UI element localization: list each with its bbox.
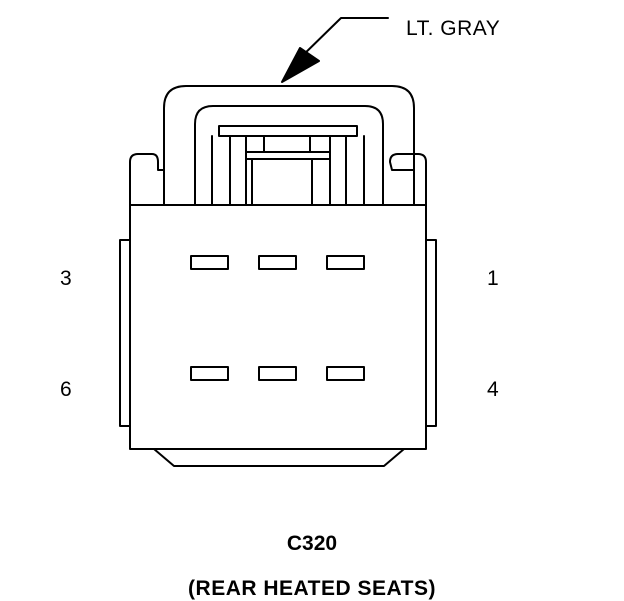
right-ear [389, 153, 427, 206]
latch-inner-arch [194, 105, 384, 206]
left-ear [129, 153, 165, 206]
color-callout-label: LT. GRAY [406, 17, 501, 40]
pin-label-top-left: 3 [60, 267, 72, 290]
terminal-slot-2 [258, 255, 297, 270]
housing-bottom-skirt [153, 448, 405, 467]
connector-housing [129, 204, 427, 450]
left-side-rail [119, 239, 131, 427]
terminal-slot-6 [190, 366, 229, 381]
right-side-rail [425, 239, 437, 427]
terminal-slot-3 [190, 255, 229, 270]
connector-description: (REAR HEATED SEATS) [188, 577, 436, 600]
pin-label-bottom-left: 6 [60, 378, 72, 401]
latch-body [211, 125, 365, 206]
callout-leader [281, 17, 389, 83]
terminal-slot-4 [326, 366, 365, 381]
pin-label-top-right: 1 [487, 267, 499, 290]
terminal-slot-5 [258, 366, 297, 381]
pin-label-bottom-right: 4 [487, 378, 499, 401]
terminal-slot-1 [326, 255, 365, 270]
latch-outer-arch [163, 85, 415, 206]
connector-id: C320 [286, 532, 338, 555]
